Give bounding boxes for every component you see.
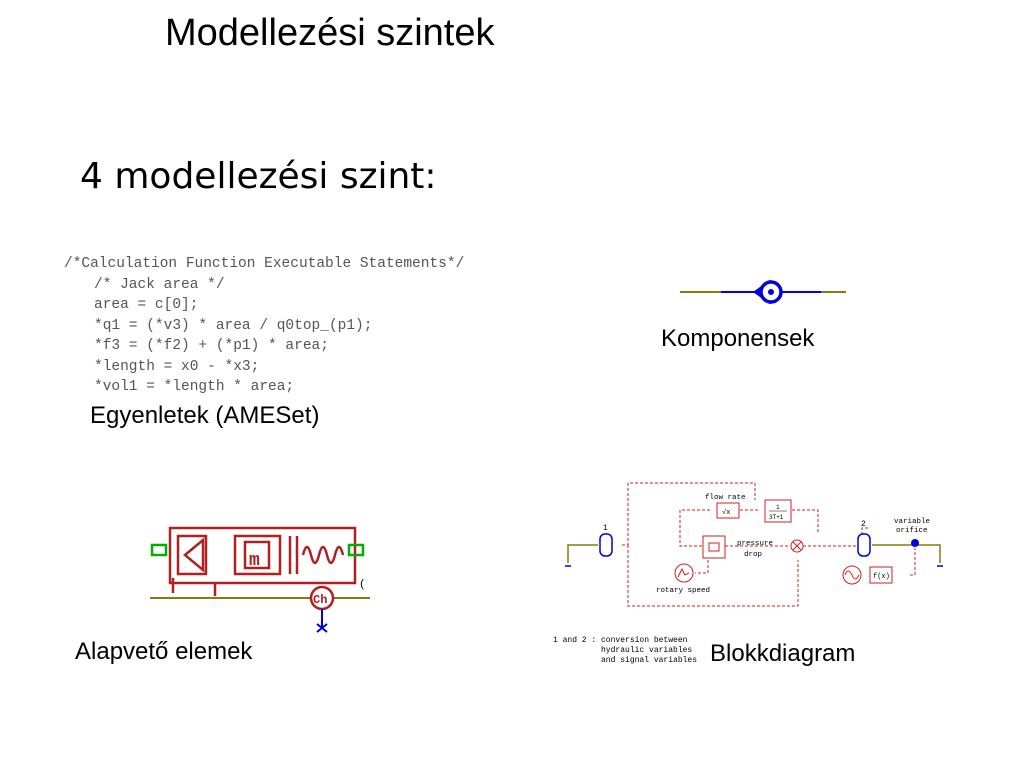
flow-rate-label: flow rate [705,494,746,502]
signal-tf-out [792,509,819,533]
component-symbol [680,279,846,305]
signal-port2 [861,527,870,540]
block-diagram: 1 2 variable orifice flow rate √x 1 3T+1… [565,482,943,607]
slide-subtitle: 4 modellezési szint: [80,156,437,197]
signal-flow-left [679,509,710,547]
sqrt-block [716,502,740,519]
port-right [347,543,365,557]
element-block-left [176,534,208,576]
orifice-label: orifice [896,527,928,535]
element-mass-frame [233,534,282,576]
chamber-label: Ch [313,593,327,607]
note-line: hydraulic variables [553,646,693,655]
fx-label: f(x) [873,573,890,581]
hydraulic-line-right [872,544,941,563]
pressure-label: pressure [737,540,773,548]
rotary-speed-label: rotary speed [656,587,710,595]
signal-loop-top [622,482,756,546]
note-line: and signal variables [553,656,698,665]
hydraulic-line-left [567,544,598,563]
code-line: *q1 = (*v3) * area / q0top_(p1); [94,317,373,334]
code-line: *f3 = (*f2) + (*p1) * area; [94,338,329,354]
tf-denominator: 3T+1 [769,514,784,521]
signal-speed [695,560,709,574]
port1-block [599,533,613,557]
basic-elements-diagram: m Ch ( [150,526,370,633]
pressure-block-icon [708,542,720,552]
pressure-block [702,535,726,559]
check-valve-center [768,289,774,295]
port-left [150,543,168,557]
element-cone [183,537,205,573]
element-mass-box [243,540,271,570]
variable-orifice-symbol [911,539,919,547]
caption-basic-elements: Alapvető elemek [75,638,253,665]
code-line: /*Calculation Function Executable Statem… [64,256,465,272]
chamber-output-cross [316,623,328,633]
edge-glyph: ( [359,579,366,591]
sqrt-label: √x [722,508,730,517]
code-line: area = c[0]; [94,297,199,313]
signal-fx-out [910,548,916,576]
signal-loop-bottom [627,545,799,607]
code-line: /* Jack area */ [94,276,225,293]
slide-title: Modellezési szintek [165,12,495,54]
caption-components: Komponensek [661,325,815,352]
code-block: /*Calculation Function Executable Statem… [64,254,464,398]
variable-label: variable [894,518,930,526]
drop-label: drop [744,551,762,559]
rotary-speed-icon [677,567,690,578]
caption-block-diagram: Blokkdiagram [710,640,856,667]
port2-block [857,533,871,557]
caption-equations: Egyenletek (AMESet) [90,402,320,429]
block-diagram-note: 1 and 2 : conversion between hydraulic v… [553,636,697,666]
port1-label: 1 [603,524,608,533]
port2-label: 2 [861,520,866,529]
note-line: 1 and 2 : conversion between [553,636,688,645]
code-line: *length = x0 - *x3; [94,358,260,375]
mass-label: m [249,551,260,571]
tf-numerator: 1 [776,504,780,511]
signal-source-wave [844,570,860,580]
fx-block [869,566,893,584]
code-line: *vol1 = *length * area; [94,379,295,395]
summing-junction-cross [792,541,802,551]
element-spring [301,545,345,565]
